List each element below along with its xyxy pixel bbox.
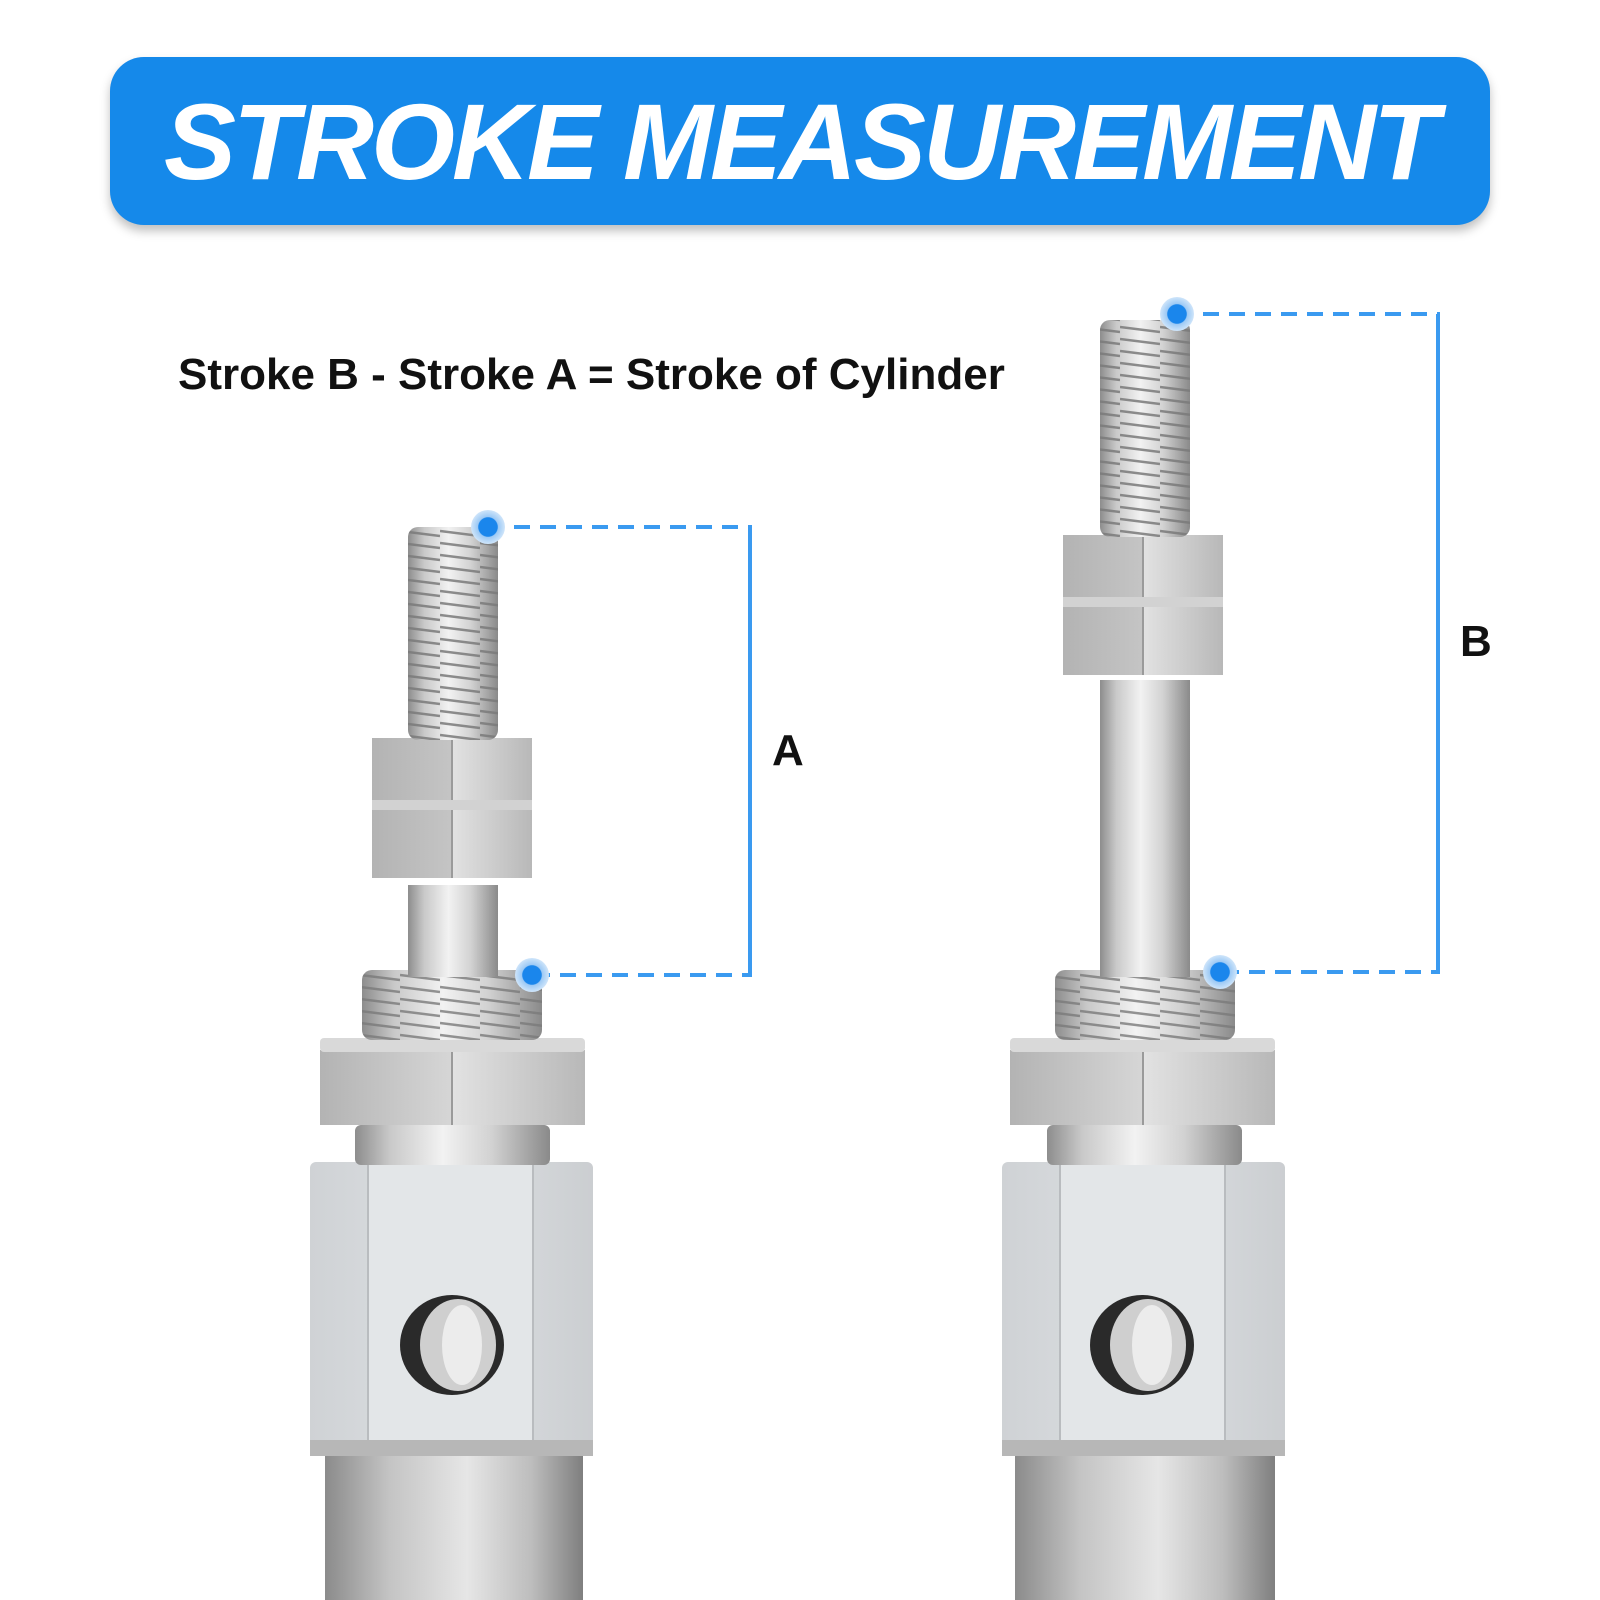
dimension-b-bracket: [1160, 297, 1440, 989]
title-banner: STROKE MEASUREMENT: [110, 57, 1490, 225]
banner-title: STROKE MEASUREMENT: [163, 80, 1439, 202]
stroke-formula: Stroke B - Stroke A = Stroke of Cylinder: [178, 350, 1005, 399]
dimension-a-bracket: [471, 510, 752, 992]
dimension-b-bottom-point: [1203, 955, 1237, 989]
dimension-a-label: A: [772, 726, 804, 775]
cylinder-retracted: [310, 527, 593, 1600]
cylinder-extended: [1002, 320, 1285, 1600]
dimension-a-top-point: [471, 510, 505, 544]
dimension-b-top-point: [1160, 297, 1194, 331]
dimension-a-bottom-point: [515, 958, 549, 992]
dimension-b-label: B: [1460, 617, 1492, 666]
